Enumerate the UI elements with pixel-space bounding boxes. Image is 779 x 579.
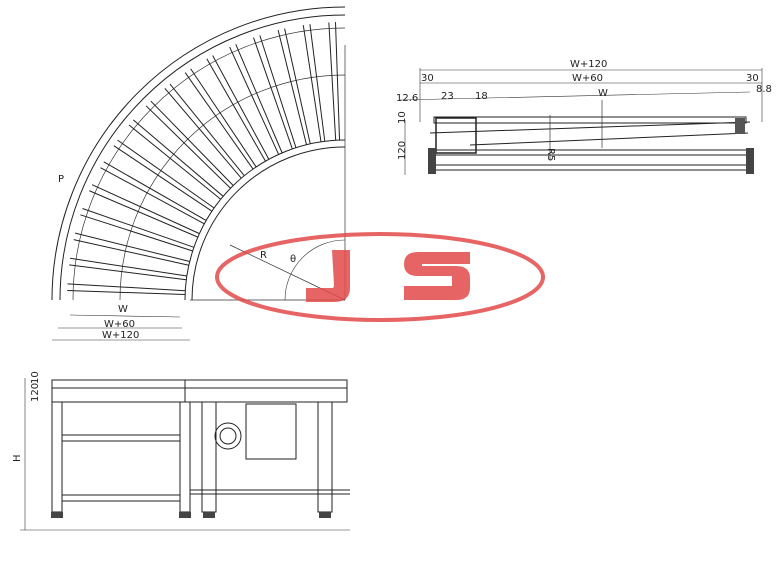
dim-18-label: 18 — [475, 91, 488, 102]
roller — [212, 55, 270, 160]
roller — [67, 289, 186, 296]
roller — [69, 264, 187, 281]
roller — [302, 25, 322, 142]
dim-120-label: 120 — [397, 141, 408, 160]
roller — [253, 37, 293, 150]
pitch-label: P — [58, 174, 64, 185]
side-10-label: 10 — [30, 371, 41, 384]
js-watermark-logo — [215, 232, 545, 322]
angle-arc — [284, 239, 346, 301]
height-label: H — [12, 454, 23, 462]
conveyor-arc — [59, 14, 346, 301]
conveyor-arc — [51, 6, 346, 301]
roller — [103, 161, 207, 221]
roller — [184, 72, 254, 170]
roller — [70, 257, 187, 277]
roller — [284, 28, 311, 144]
leveling-foot — [319, 512, 331, 518]
roller — [145, 105, 231, 189]
conveyor-arc — [191, 146, 346, 301]
roller — [309, 24, 326, 142]
conveyor-arc — [72, 27, 346, 301]
side-120-label: 120 — [30, 383, 41, 402]
roller — [117, 139, 215, 209]
roller — [259, 35, 297, 148]
r5-label: R5 — [545, 148, 556, 161]
roller — [164, 87, 242, 179]
dim-23-label: 23 — [441, 91, 454, 102]
roller — [67, 283, 186, 292]
left-margin-label: 30 — [421, 73, 434, 84]
roller — [277, 30, 307, 145]
leveling-foot — [203, 512, 215, 518]
plan-view — [51, 6, 346, 301]
roller — [132, 119, 224, 197]
width-120-label: W+120 — [102, 330, 139, 341]
roller — [334, 22, 341, 141]
dim-12-6-label: 12.6 — [396, 93, 418, 104]
roller — [91, 184, 200, 235]
dim-10-label: 10 — [397, 111, 408, 124]
roller — [82, 208, 195, 248]
angle-label: θ — [290, 254, 296, 265]
leveling-foot — [179, 512, 191, 518]
radius-label: R — [260, 250, 267, 261]
dim-8-8-label: 8.8 — [756, 84, 772, 95]
right-margin-label: 30 — [746, 73, 759, 84]
side-view — [20, 378, 350, 531]
section-view — [399, 68, 763, 175]
section-overall-label: W+120 — [570, 59, 607, 70]
roller — [235, 44, 283, 154]
section-inner-label: W+60 — [572, 73, 603, 84]
conveyor-arc — [184, 139, 346, 301]
roller — [73, 239, 189, 266]
roller — [128, 124, 222, 200]
width-60-label: W+60 — [104, 319, 135, 330]
roller — [169, 83, 245, 177]
width-label: W — [118, 304, 128, 315]
roller — [80, 214, 193, 252]
roller — [328, 22, 337, 141]
roller — [113, 145, 213, 212]
roller — [206, 58, 266, 162]
conveyor-arc — [119, 74, 346, 301]
leveling-foot — [51, 512, 63, 518]
roller — [89, 190, 199, 238]
roller — [190, 68, 257, 168]
roller — [150, 100, 234, 186]
roller — [229, 46, 280, 155]
roller — [100, 167, 205, 225]
section-width-label: W — [598, 88, 608, 99]
roller — [75, 232, 190, 262]
